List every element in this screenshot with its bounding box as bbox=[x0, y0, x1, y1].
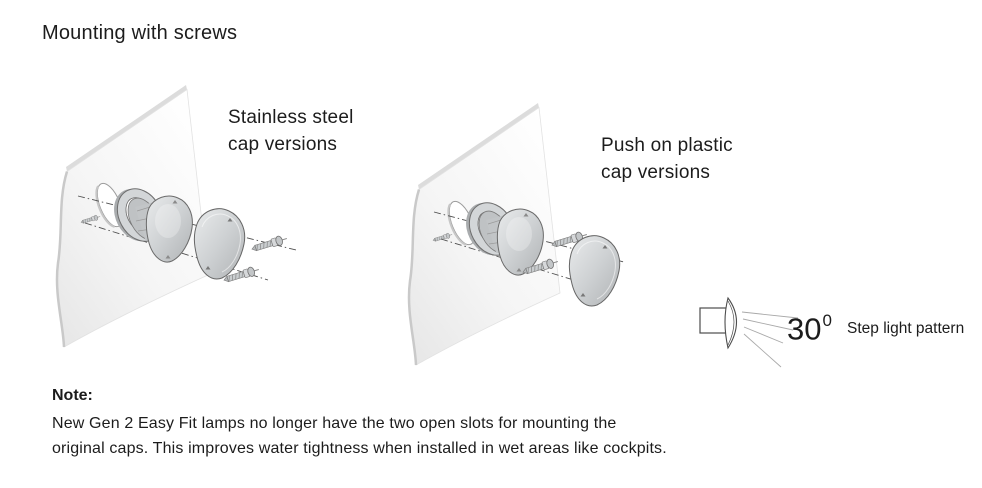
steel-cap-label-line1: Stainless steel bbox=[228, 107, 354, 128]
steel-cap-icon bbox=[193, 208, 246, 280]
note-line-2: original caps. This improves water tight… bbox=[52, 440, 667, 457]
steel-cap-label: Stainless steel cap versions bbox=[228, 104, 354, 158]
light-rays bbox=[741, 311, 799, 368]
step-light-icon bbox=[699, 296, 799, 368]
note-line-1: New Gen 2 Easy Fit lamps no longer have … bbox=[52, 415, 617, 432]
note-section: Note: New Gen 2 Easy Fit lamps no longer… bbox=[52, 386, 812, 461]
beam-pattern-label: Step light pattern bbox=[847, 320, 965, 337]
plastic-cap-diagram bbox=[392, 96, 625, 396]
steel-cap-diagram bbox=[40, 78, 297, 378]
beam-angle-superscript: 0 bbox=[822, 311, 832, 330]
note-heading: Note: bbox=[52, 387, 93, 404]
beam-angle: 300 bbox=[787, 306, 832, 347]
steel-cap-label-line2: cap versions bbox=[228, 134, 338, 155]
plastic-cap-label-line1: Push on plastic bbox=[601, 135, 733, 156]
beam-angle-value: 30 bbox=[787, 311, 822, 347]
plastic-cap-label: Push on plastic cap versions bbox=[601, 132, 733, 186]
page-title: Mounting with screws bbox=[42, 22, 238, 44]
plastic-cap-icon bbox=[568, 235, 621, 307]
plastic-cap-label-line2: cap versions bbox=[601, 162, 711, 183]
